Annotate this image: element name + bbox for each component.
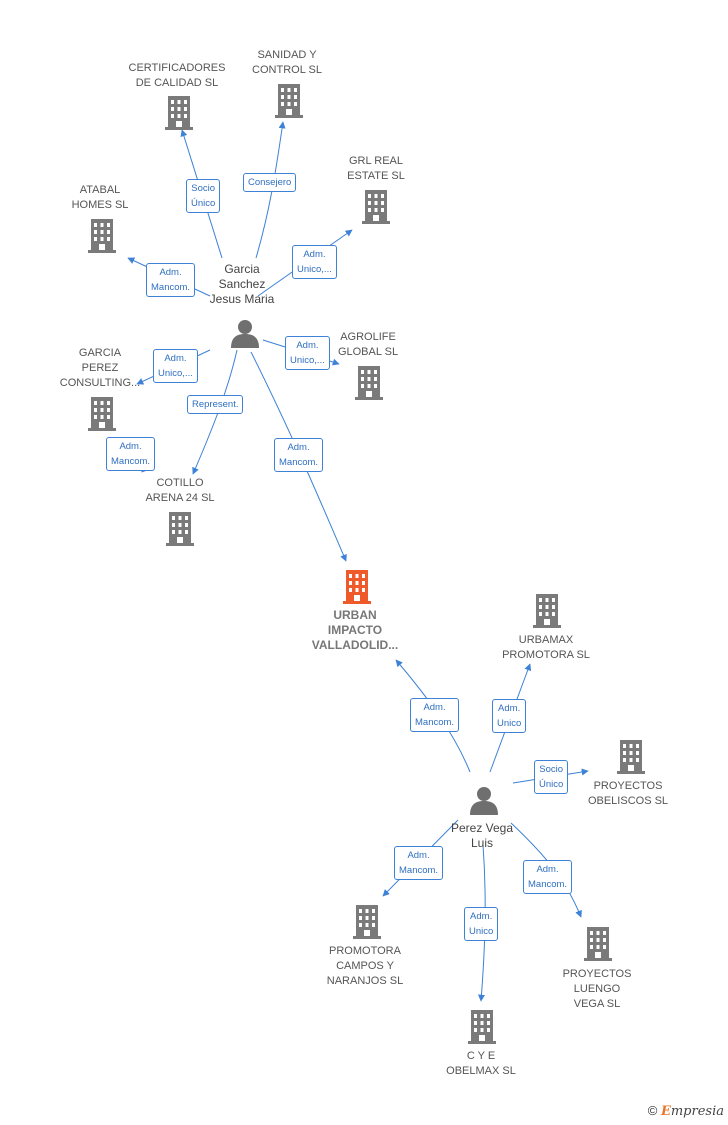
node-label-urbamax: URBAMAX PROMOTORA SL xyxy=(502,634,590,661)
edge-label-garcia_person-to-garcia_perez[interactable]: Adm. Unico,... xyxy=(153,349,198,383)
edge-label-garcia_person-to-urban[interactable]: Adm. Mancom. xyxy=(274,438,324,472)
edge-label-garcia_person-to-atabal[interactable]: Adm. Mancom. xyxy=(146,263,196,297)
node-label-agrolife: AGROLIFE GLOBAL SL xyxy=(337,331,399,358)
building-icon[interactable] xyxy=(533,594,561,628)
edge-label-garcia_perez-to-cotillo[interactable]: Adm. Mancom. xyxy=(106,437,156,471)
edge-label-perez_person-to-luengo[interactable]: Adm. Mancom. xyxy=(523,860,573,894)
building-icon[interactable] xyxy=(343,570,371,604)
edge-label-perez_person-to-obeliscos[interactable]: Socio Único xyxy=(534,760,569,794)
node-label-perez_person: Perez Vega Luis xyxy=(450,821,514,850)
brand-logo: Empresia xyxy=(660,1104,724,1119)
node-label-urban: URBAN IMPACTO VALLADOLID... xyxy=(311,608,399,652)
node-label-garcia_perez: GARCIA PEREZ CONSULTING... xyxy=(59,347,141,389)
edge-label-garcia_person-to-cotillo[interactable]: Represent. xyxy=(187,395,244,414)
person-icon[interactable] xyxy=(231,320,259,348)
edge-label-perez_person-to-promotora[interactable]: Adm. Mancom. xyxy=(394,846,444,880)
building-icon[interactable] xyxy=(88,219,116,253)
edge-label-perez_person-to-urbamax[interactable]: Adm. Unico xyxy=(492,699,527,733)
building-icon[interactable] xyxy=(165,96,193,130)
node-label-cotillo: COTILLO ARENA 24 SL xyxy=(145,477,215,504)
node-label-cert: CERTIFICADORES DE CALIDAD SL xyxy=(128,62,226,89)
person-icon[interactable] xyxy=(470,787,498,815)
edge-label-perez_person-to-cye[interactable]: Adm. Unico xyxy=(464,907,499,941)
building-icon[interactable] xyxy=(355,366,383,400)
node-label-cye: C Y E OBELMAX SL xyxy=(446,1050,516,1077)
building-icon[interactable] xyxy=(275,84,303,118)
footer-brand[interactable]: © Empresia xyxy=(648,1103,724,1119)
copyright-symbol: © xyxy=(647,1103,658,1118)
building-icon[interactable] xyxy=(468,1010,496,1044)
building-icon[interactable] xyxy=(166,512,194,546)
node-label-garcia_person: Garcia Sanchez Jesus Maria xyxy=(209,262,275,306)
edge-label-garcia_person-to-sanidad[interactable]: Consejero xyxy=(243,173,297,192)
building-icon[interactable] xyxy=(353,905,381,939)
building-icon[interactable] xyxy=(362,190,390,224)
node-label-sanidad: SANIDAD Y CONTROL SL xyxy=(252,49,322,76)
edge-label-garcia_person-to-grl[interactable]: Adm. Unico,... xyxy=(292,245,337,279)
node-label-atabal: ATABAL HOMES SL xyxy=(71,184,129,211)
edge-label-garcia_person-to-agrolife[interactable]: Adm. Unico,... xyxy=(285,336,330,370)
building-icon[interactable] xyxy=(88,397,116,431)
building-icon[interactable] xyxy=(617,740,645,774)
node-label-luengo: PROYECTOS LUENGO VEGA SL xyxy=(562,968,632,1010)
edge-label-perez_person-to-urban[interactable]: Adm. Mancom. xyxy=(410,698,460,732)
building-icon[interactable] xyxy=(584,927,612,961)
edge-label-garcia_person-to-cert[interactable]: Socio Único xyxy=(186,179,221,213)
node-label-promotora: PROMOTORA CAMPOS Y NARANJOS SL xyxy=(326,945,404,987)
node-label-grl: GRL REAL ESTATE SL xyxy=(347,155,405,182)
node-label-obeliscos: PROYECTOS OBELISCOS SL xyxy=(587,780,669,807)
